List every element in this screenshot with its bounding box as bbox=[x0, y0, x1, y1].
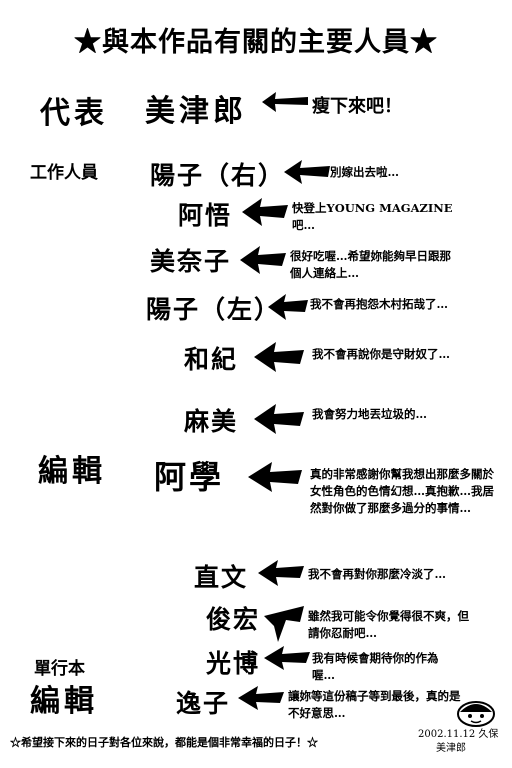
page-title: ★與本作品有關的主要人員★ bbox=[74, 27, 438, 58]
staff-message-kazunori: 我不會再說你是守財奴了… bbox=[312, 347, 450, 361]
editor-label: 編輯 bbox=[38, 454, 106, 489]
staff-name-kazunori: 和紀 bbox=[184, 345, 239, 374]
footer-date: 2002.11.12 久保 bbox=[418, 729, 499, 740]
tankobon-editor-name: 逸子 bbox=[176, 689, 231, 718]
tankobon-editor-label: 編輯 bbox=[30, 684, 98, 719]
editor-name: 阿學 bbox=[154, 458, 225, 496]
representative-name: 美津郎 bbox=[145, 94, 247, 129]
arrow-left-icon bbox=[254, 342, 304, 372]
footer-signature: 美津郎 bbox=[436, 743, 466, 754]
other-message-mitsuhiro: 我有時候會期待你的作為喔… bbox=[312, 651, 439, 682]
staff-name-satoru: 阿悟 bbox=[178, 201, 233, 230]
staff-name-asami: 麻美 bbox=[184, 407, 239, 436]
arrow-left-icon bbox=[242, 198, 288, 226]
arrow-left-icon bbox=[254, 404, 304, 434]
staff-name-yoko-left: 陽子（左） bbox=[146, 295, 282, 324]
author-avatar-icon bbox=[457, 701, 495, 727]
arrow-left-icon bbox=[284, 160, 330, 184]
arrow-left-icon bbox=[248, 462, 302, 492]
editor-message: 真的非常感謝你幫我想出那麼多關於女性角色的色情幻想…真抱歉…我居然對你做了那麼多… bbox=[310, 467, 494, 515]
tankobon-editor-message: 讓妳等這份稿子等到最後，真的是不好意思… bbox=[288, 689, 461, 720]
staff-message-satoru: 快登上YOUNG MAGAZINE吧… bbox=[292, 201, 453, 232]
other-message-toshihiro: 雖然我可能令你覺得很不爽，但請你忍耐吧… bbox=[308, 609, 469, 640]
arrow-left-icon bbox=[240, 246, 286, 274]
staff-message-minako: 很好吃喔…希望妳能夠早日跟那個人連絡上… bbox=[290, 249, 451, 280]
other-name-mitsuhiro: 光博 bbox=[206, 649, 261, 678]
staff-label: 工作人員 bbox=[30, 163, 98, 183]
other-name-naofumi: 直文 bbox=[194, 563, 249, 592]
staff-name-yoko-right: 陽子（右） bbox=[150, 161, 286, 190]
arrow-left-icon bbox=[238, 686, 284, 710]
footer-message: ☆希望接下來的日子對各位來說，都能是個非常幸福的日子！☆ bbox=[10, 736, 318, 749]
staff-message-yoko-left: 我不會再抱怨木村拓哉了… bbox=[310, 297, 448, 311]
arrow-left-icon bbox=[268, 294, 308, 320]
staff-message-yoko-right: 別嫁出去啦… bbox=[330, 165, 399, 179]
arrow-left-icon bbox=[262, 92, 308, 112]
representative-message: 瘦下來吧！ bbox=[312, 96, 402, 117]
tankobon-label: 單行本 bbox=[34, 659, 85, 679]
other-message-naofumi: 我不會再對你那麼冷淡了… bbox=[308, 567, 446, 581]
arrow-left-icon bbox=[264, 646, 310, 670]
staff-name-minako: 美奈子 bbox=[150, 247, 232, 276]
arrow-left-icon bbox=[258, 560, 304, 586]
staff-message-asami: 我會努力地丟垃圾的… bbox=[312, 407, 427, 421]
other-name-toshihiro: 俊宏 bbox=[206, 605, 261, 634]
representative-label: 代表 bbox=[40, 96, 108, 131]
arrow-left-icon bbox=[264, 606, 304, 642]
